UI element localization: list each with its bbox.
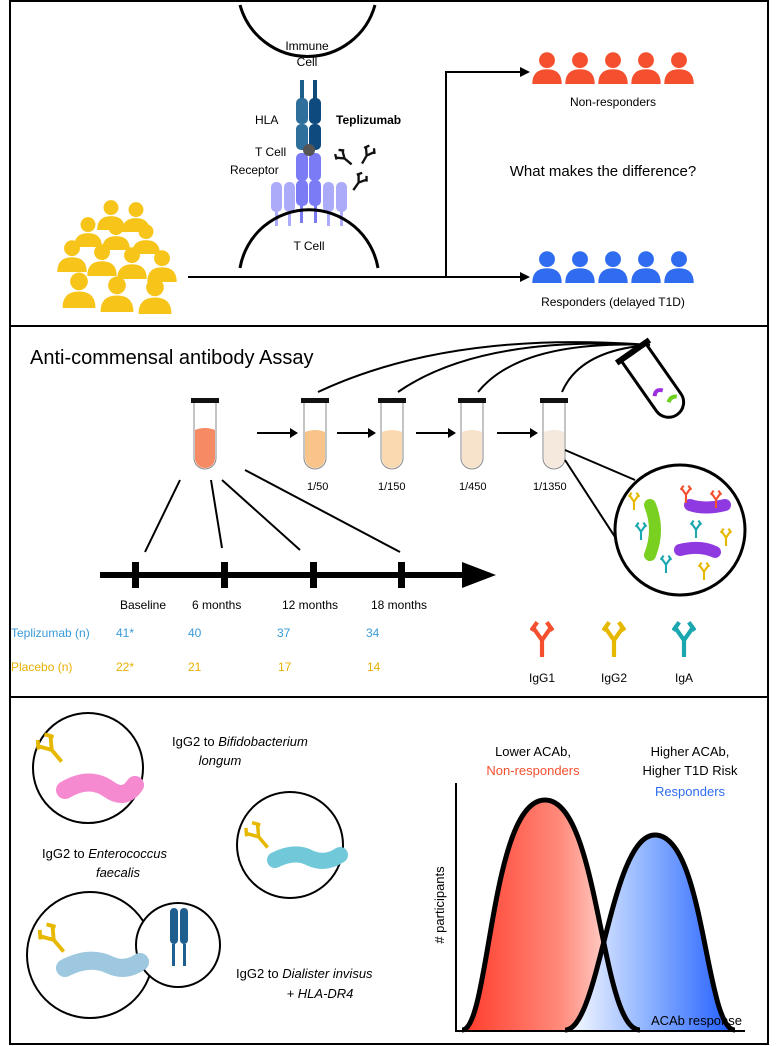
igg2-antibody-icon: [603, 622, 625, 657]
finding-enterococcus-species: faecalis: [96, 865, 141, 880]
dilution-label: 1/1350: [533, 481, 567, 493]
hla-molecule: [296, 80, 321, 150]
placebo-row: Placebo (n) 22* 21 17 14: [11, 660, 381, 674]
hla-label: HLA: [255, 113, 278, 127]
teplizumab-n: 41*: [116, 626, 134, 640]
figure-border: [9, 0, 769, 1045]
timepoint-label: 18 months: [371, 598, 427, 612]
flow-arrow: [188, 71, 520, 278]
timepoint-label: 12 months: [282, 598, 338, 612]
responders-icon: [532, 251, 694, 283]
panel-assay: Anti-commensal antibody Assay 1/50 1/150…: [11, 337, 747, 685]
isotype-legend: IgG1 IgG2 IgA: [529, 622, 695, 685]
responders-distribution: [565, 835, 735, 1030]
serum-tube: [191, 398, 219, 470]
teplizumab-n: 37: [277, 626, 291, 640]
teplizumab-label: Teplizumab: [336, 113, 401, 127]
tcr-label: Receptor: [230, 163, 279, 177]
finding-enterococcus: IgG2 to Enterococcus: [42, 846, 168, 861]
placebo-n: 21: [188, 660, 202, 674]
antigen-peptide: [303, 144, 315, 156]
teplizumab-row: Teplizumab (n) 41* 40 37 34: [11, 626, 380, 640]
arrow-heads: [290, 428, 538, 438]
assay-title: Anti-commensal antibody Assay: [30, 347, 313, 369]
igg1-antibody-icon: [531, 622, 553, 657]
teplizumab-n: 40: [188, 626, 202, 640]
non-responders-label: Non-responders: [486, 763, 580, 778]
timepoint-label: 6 months: [192, 598, 241, 612]
timepoint-label: Baseline: [120, 598, 166, 612]
y-axis-label: # participants: [432, 866, 447, 944]
immune-cell-label: Cell: [297, 55, 318, 69]
placebo-n: 22*: [116, 660, 134, 674]
igg1-label: IgG1: [529, 671, 555, 685]
immune-cell-label: Immune: [285, 39, 329, 53]
dilution-tubes: [301, 398, 568, 470]
acab-distribution-chart: # participants ACAb response Lower ACAb,…: [432, 744, 745, 1033]
teplizumab-n: 34: [366, 626, 380, 640]
non-responders-label: Non-responders: [570, 95, 656, 109]
x-axis-label: ACAb response: [651, 1013, 742, 1028]
bacteria-test-tube: [614, 337, 686, 419]
higher-acab-label: Higher ACAb,: [651, 744, 730, 759]
timeline: [100, 562, 496, 588]
hla-dr4-icon: [170, 908, 188, 966]
lower-acab-label: Lower ACAb,: [495, 744, 571, 759]
arrow-head: [520, 272, 530, 282]
dilution-label: 1/50: [307, 481, 328, 493]
bifidobacterium-illustration: [31, 712, 144, 824]
finding-dialister: IgG2 to Dialister invisus: [236, 966, 373, 981]
dilution-label: 1/450: [459, 481, 487, 493]
antibody-bacteria-zoom: [613, 463, 747, 597]
placebo-n: 17: [278, 660, 292, 674]
dialister-hla-illustration: [26, 891, 221, 1019]
panel-findings: IgG2 to Bifidobacterium longum IgG2 to E…: [26, 712, 745, 1033]
patient-cohort-icon: [57, 200, 177, 314]
panel-teplizumab-mechanism: Immune Cell HLA T Cell Receptor Teplizum…: [57, 4, 697, 314]
finding-hla-dr4: + HLA-DR4: [287, 986, 354, 1001]
responders-label: Responders: [655, 784, 726, 799]
iga-label: IgA: [675, 671, 693, 685]
enterococcus-illustration: [236, 791, 348, 899]
placebo-n: 14: [367, 660, 381, 674]
dilution-label: 1/150: [378, 481, 406, 493]
placebo-n-label: Placebo (n): [11, 660, 72, 674]
t-cell-membrane: [238, 208, 380, 269]
t-cell-label: T Cell: [293, 239, 324, 253]
finding-bifidobacterium-species: longum: [199, 753, 242, 768]
question-text: What makes the difference?: [510, 163, 697, 180]
igg2-label: IgG2: [601, 671, 627, 685]
tcr-label: T Cell: [255, 145, 286, 159]
arrow-head: [520, 67, 530, 77]
dilution-arrows: [144, 341, 651, 553]
finding-bifidobacterium: IgG2 to Bifidobacterium: [172, 734, 308, 749]
iga-antibody-icon: [673, 622, 695, 657]
higher-t1d-risk-label: Higher T1D Risk: [642, 763, 738, 778]
non-responders-icon: [532, 52, 694, 84]
responders-label: Responders (delayed T1D): [541, 295, 685, 309]
teplizumab-n-label: Teplizumab (n): [11, 626, 90, 640]
immune-cell-membrane: [238, 4, 377, 58]
chart-axes: [455, 783, 745, 1032]
